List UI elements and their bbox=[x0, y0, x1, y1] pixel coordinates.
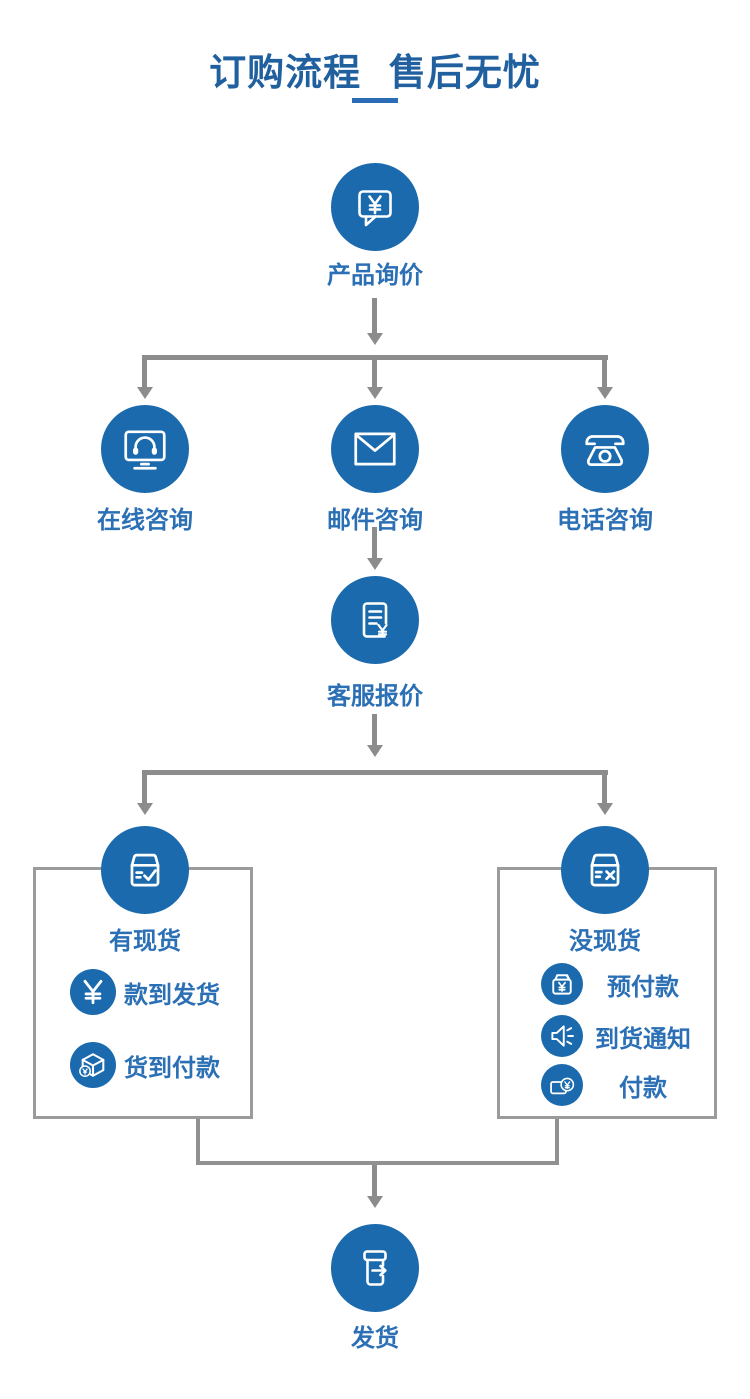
item-label-arrival-notice: 到货通知 bbox=[595, 1024, 691, 1053]
connector-merge-rail bbox=[196, 1161, 559, 1165]
connector-inquiry-down bbox=[372, 298, 377, 333]
node-ship bbox=[331, 1224, 419, 1312]
node-phone-consult bbox=[561, 405, 649, 493]
chat-bubble-yuan-icon bbox=[358, 190, 392, 227]
connector-branch1-mid bbox=[372, 360, 377, 387]
box-arrow-icon bbox=[363, 1250, 387, 1286]
node-email-consult bbox=[331, 405, 419, 493]
connector-merge-left bbox=[196, 1119, 200, 1165]
node-label-phone-consult: 电话咨询 bbox=[557, 506, 653, 534]
arrowhead-merge-down bbox=[367, 1196, 383, 1208]
connector-branch1-left bbox=[142, 360, 147, 387]
list-item-prepayment: 预付款 bbox=[541, 963, 695, 1005]
box-x-icon bbox=[590, 853, 620, 887]
node-label-online-consult: 在线咨询 bbox=[97, 506, 193, 534]
connector-to-quote bbox=[372, 527, 377, 558]
arrowhead-branch2-left bbox=[137, 803, 153, 815]
arrowhead-branch1-right bbox=[597, 387, 613, 399]
package-yuan-icon bbox=[70, 1042, 116, 1088]
item-label-payment: 付款 bbox=[619, 1073, 667, 1102]
node-label-product-inquiry: 产品询价 bbox=[327, 261, 423, 289]
arrowhead-branch1-mid bbox=[367, 387, 383, 399]
item-label-cash-on-delivery: 货到付款 bbox=[124, 1053, 220, 1082]
list-item-cash-on-delivery: 货到付款 bbox=[70, 1042, 220, 1088]
node-label-in-stock: 有现货 bbox=[109, 927, 181, 955]
arrowhead-inquiry-down bbox=[367, 333, 383, 345]
connector-branch1-rail bbox=[142, 355, 608, 360]
connector-merge-right bbox=[555, 1119, 559, 1165]
list-item-arrival-notice: 到货通知 bbox=[541, 1015, 695, 1057]
yuan-coin-icon bbox=[70, 969, 116, 1015]
connector-quote-down bbox=[372, 714, 377, 745]
connector-merge-down bbox=[372, 1165, 377, 1196]
node-service-quote bbox=[331, 576, 419, 664]
monitor-headset-icon bbox=[124, 430, 166, 470]
node-label-ship: 发货 bbox=[351, 1324, 399, 1352]
node-in-stock bbox=[101, 826, 189, 914]
arrowhead-quote-down bbox=[367, 745, 383, 757]
document-yuan-icon bbox=[362, 602, 388, 638]
megaphone-icon bbox=[541, 1015, 583, 1057]
item-label-pay-then-ship: 款到发货 bbox=[124, 980, 220, 1009]
item-label-prepayment: 预付款 bbox=[607, 972, 679, 1001]
money-yuan-icon bbox=[541, 1064, 583, 1106]
connector-branch2-right bbox=[602, 775, 607, 803]
list-item-pay-then-ship: 款到发货 bbox=[70, 969, 220, 1015]
node-online-consult bbox=[101, 405, 189, 493]
connector-branch2-left bbox=[142, 775, 147, 803]
arrowhead-branch2-right bbox=[597, 803, 613, 815]
envelope-icon bbox=[354, 432, 396, 466]
telephone-icon bbox=[585, 435, 625, 466]
connector-branch1-right bbox=[602, 360, 607, 387]
title-underline bbox=[352, 98, 398, 103]
wallet-yuan-icon bbox=[541, 963, 583, 1005]
node-label-out-of-stock: 没现货 bbox=[569, 927, 641, 955]
box-check-icon bbox=[130, 853, 160, 887]
page-title: 订购流程 售后无忧 bbox=[209, 51, 541, 94]
arrowhead-to-quote bbox=[367, 558, 383, 570]
node-product-inquiry bbox=[331, 163, 419, 251]
connector-branch2-rail bbox=[142, 770, 608, 775]
node-out-of-stock bbox=[561, 826, 649, 914]
list-item-payment: 付款 bbox=[541, 1064, 695, 1106]
node-label-service-quote: 客服报价 bbox=[327, 682, 423, 710]
arrowhead-branch1-left bbox=[137, 387, 153, 399]
node-label-email-consult: 邮件咨询 bbox=[327, 506, 423, 534]
